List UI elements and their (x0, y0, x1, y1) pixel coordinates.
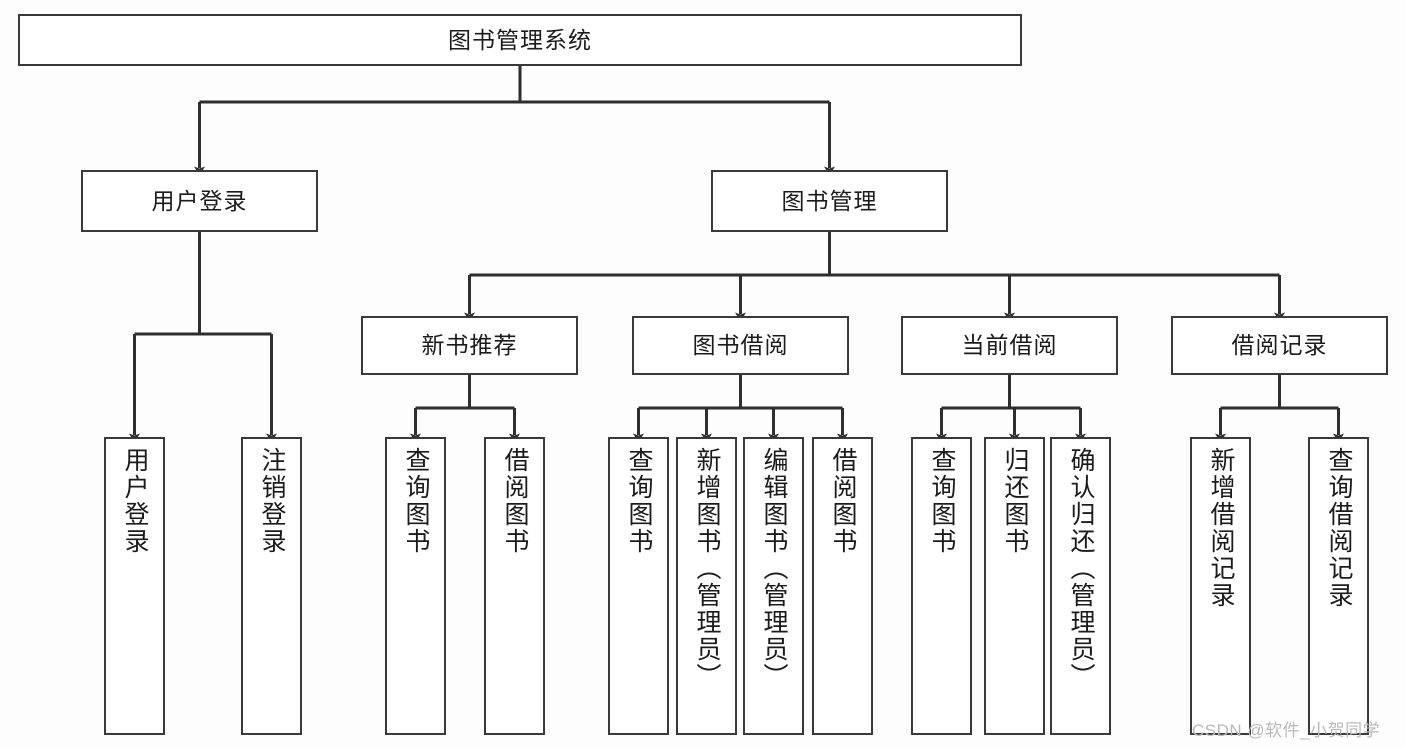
node-leaf-return-book[interactable]: 归还图书 (984, 437, 1045, 735)
node-leaf-add-book[interactable]: 新增图书（管理员） (676, 437, 737, 735)
node-leaf-query-book-rec-label: 查询图书 (402, 447, 430, 555)
node-leaf-user-login-label: 用户登录 (121, 447, 149, 555)
node-leaf-edit-book[interactable]: 编辑图书（管理员） (743, 437, 804, 735)
node-leaf-add-book-label: 新增图书（管理员） (693, 447, 721, 690)
node-leaf-logout-label: 注销登录 (258, 447, 286, 555)
node-current-borrow[interactable]: 当前借阅 (901, 316, 1118, 375)
node-leaf-query-book-rec[interactable]: 查询图书 (385, 437, 446, 735)
node-leaf-borrow-book-label: 借阅图书 (829, 447, 857, 555)
node-leaf-borrow-book-rec[interactable]: 借阅图书 (484, 437, 545, 735)
node-leaf-query-book-cur[interactable]: 查询图书 (911, 437, 972, 735)
node-leaf-query-book-cur-label: 查询图书 (928, 447, 956, 555)
node-borrow-record-label: 借阅记录 (1231, 332, 1328, 359)
node-leaf-edit-book-label: 编辑图书（管理员） (760, 447, 788, 690)
node-user-login-label: 用户登录 (151, 187, 248, 214)
node-leaf-add-record[interactable]: 新增借阅记录 (1190, 437, 1251, 735)
node-leaf-query-record[interactable]: 查询借阅记录 (1308, 437, 1369, 735)
node-new-book-rec[interactable]: 新书推荐 (361, 316, 578, 375)
node-leaf-query-record-label: 查询借阅记录 (1325, 447, 1353, 609)
node-user-login[interactable]: 用户登录 (81, 170, 318, 232)
node-leaf-confirm-return-label: 确认归还（管理员） (1067, 447, 1095, 690)
node-leaf-return-book-label: 归还图书 (1001, 447, 1029, 555)
node-current-borrow-label: 当前借阅 (961, 332, 1058, 359)
node-book-manage[interactable]: 图书管理 (711, 170, 948, 232)
node-root-label: 图书管理系统 (448, 26, 592, 53)
node-new-book-rec-label: 新书推荐 (421, 332, 518, 359)
node-leaf-confirm-return[interactable]: 确认归还（管理员） (1050, 437, 1111, 735)
node-borrow-record[interactable]: 借阅记录 (1171, 316, 1388, 375)
node-leaf-logout[interactable]: 注销登录 (241, 437, 302, 735)
node-book-borrow-label: 图书借阅 (692, 332, 789, 359)
node-leaf-query-book-borrow-label: 查询图书 (625, 447, 653, 555)
node-leaf-query-book-borrow[interactable]: 查询图书 (608, 437, 669, 735)
node-book-borrow[interactable]: 图书借阅 (632, 316, 849, 375)
node-leaf-add-record-label: 新增借阅记录 (1207, 447, 1235, 609)
node-root[interactable]: 图书管理系统 (18, 14, 1022, 66)
node-leaf-user-login[interactable]: 用户登录 (104, 437, 165, 735)
node-leaf-borrow-book-rec-label: 借阅图书 (501, 447, 529, 555)
node-leaf-borrow-book[interactable]: 借阅图书 (812, 437, 873, 735)
node-book-manage-label: 图书管理 (781, 187, 878, 214)
